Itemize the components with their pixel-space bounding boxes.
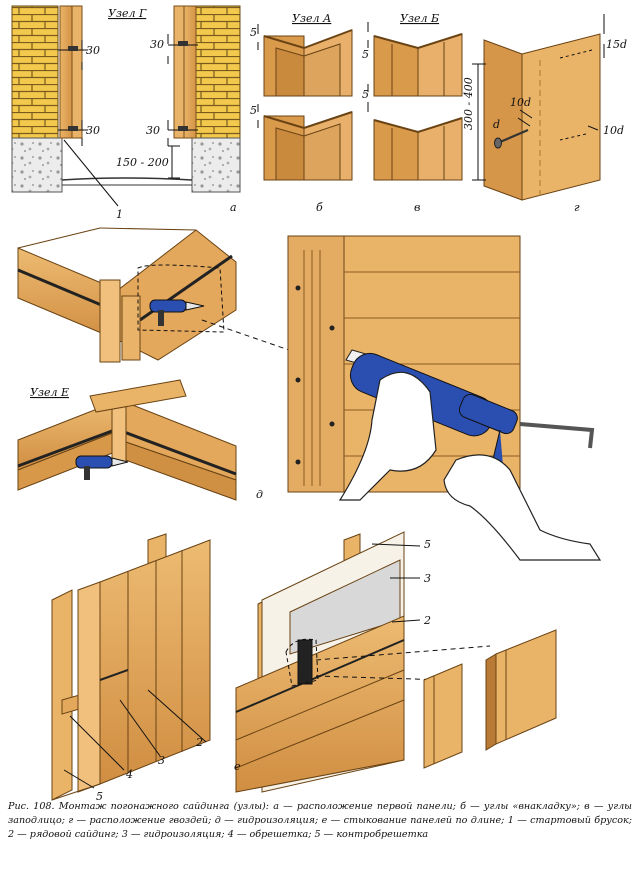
panel-e-joint-assembly: [51, 533, 211, 801]
panel-v-header: Узел Б: [400, 12, 439, 25]
overlap-corner-lower: [263, 111, 353, 181]
panel-g-dim-10d-right: 10d: [603, 124, 624, 137]
panel-e-right-callout-5: 5: [424, 538, 431, 551]
panel-g-dim-d: d: [493, 118, 500, 131]
flush-corner-lower: [373, 117, 463, 181]
panel-v-dim-bottom: 5: [362, 88, 369, 101]
panel-e-right-callout-2: 2: [423, 614, 431, 627]
panel-a-callout-1: 1: [116, 208, 123, 221]
panel-a-dim-top-right: 30: [150, 38, 164, 51]
left-foundation: [11, 137, 63, 193]
panel-g-dim-range: 300 - 400: [462, 77, 475, 130]
panel-d-outer-corner: [17, 227, 237, 363]
corner-left-face: [483, 39, 523, 201]
panel-b-overlap-corners: [257, 24, 353, 181]
panel-g-dim-10d-left: 10d: [510, 96, 531, 109]
panel-g-letter: г: [574, 201, 580, 214]
panel-d-sealant-detail: [287, 235, 602, 561]
panel-e-callout-3: 3: [158, 754, 165, 767]
panel-e-membrane-assembly: [235, 531, 491, 793]
right-hand: [443, 454, 602, 561]
sealant-gun-small-upper: [149, 299, 205, 326]
right-foundation: [191, 137, 241, 193]
overlap-corner-upper: [263, 29, 353, 97]
panel-d-header: Узел Е: [30, 386, 69, 399]
panel-a-dim-gap: 150 - 200: [116, 156, 169, 169]
panel-v-flush-corners: [367, 22, 463, 181]
panel-a-header: Узел Г: [108, 7, 147, 20]
panel-b-dim-top: 5: [250, 26, 257, 39]
panel-g-dim-15d: 15d: [606, 38, 627, 51]
figure-caption: Рис. 108. Монтаж погонажного сайдинга (у…: [8, 801, 632, 840]
panel-a-wall-section: [11, 5, 241, 207]
corner-strip: [287, 235, 345, 493]
panel-e-right-callout-3: 3: [424, 572, 431, 585]
nail: [499, 128, 529, 144]
panel-v-letter: в: [414, 201, 420, 214]
panel-e-callout-5: 5: [96, 790, 103, 803]
detail-highlight: [137, 264, 225, 333]
panel-a-dim-top-left: 30: [86, 44, 100, 57]
panel-b-header: Узел А: [292, 12, 331, 25]
right-batten: [183, 5, 197, 139]
panel-e-callout-2: 2: [195, 736, 203, 749]
right-siding-panel: [173, 5, 185, 139]
panel-e-joint-pieces: [423, 629, 557, 769]
corner-profile: [99, 279, 121, 363]
panel-b-dim-bottom: 5: [250, 104, 257, 117]
siding-panels: [235, 615, 405, 793]
panel-g-nail-layout: [472, 14, 605, 201]
panel-a-dim-bottom-left: 30: [86, 124, 100, 137]
counter-batten: [77, 581, 101, 793]
panel-v-dim-top: 5: [362, 48, 369, 61]
panel-a-dim-bottom-right: 30: [146, 124, 160, 137]
panel-d-inner-corner: [17, 379, 237, 501]
panel-d-letter: д: [256, 488, 263, 501]
panel-b-letter: б: [316, 201, 323, 214]
left-hand: [338, 371, 437, 501]
left-brick-wall: [11, 5, 59, 139]
left-siding-panel: [71, 5, 83, 139]
sealant-gun-small-lower: [75, 455, 129, 480]
left-batten: [59, 5, 73, 139]
right-brick-wall: [195, 5, 241, 139]
panel-a-letter: а: [230, 201, 237, 214]
flush-corner-upper: [373, 33, 463, 97]
panel-e-callout-4: 4: [125, 768, 133, 781]
panel-e-letter: е: [234, 760, 241, 773]
corner-right-face: [521, 33, 601, 201]
